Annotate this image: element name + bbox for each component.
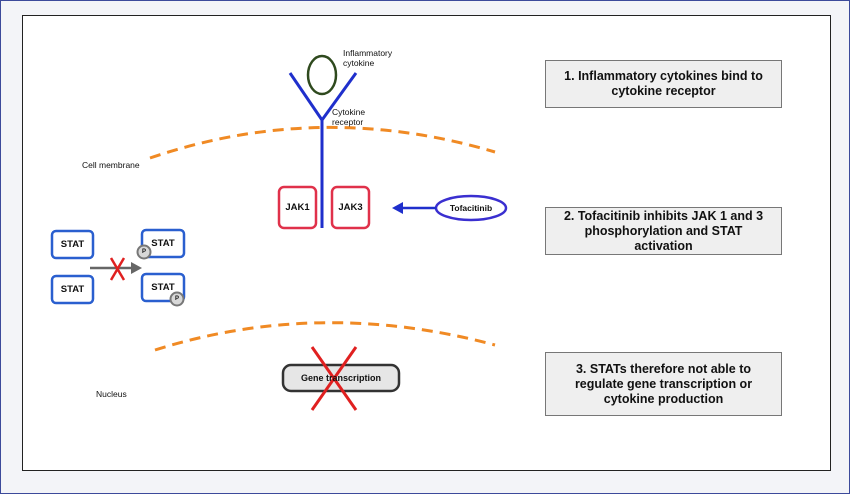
stat-box-right-top [140, 228, 186, 259]
stat-box-left-top [50, 229, 95, 260]
step-2-box: 2. Tofacitinib inhibits JAK 1 and 3 phos… [545, 207, 782, 255]
jak3-box [330, 185, 371, 230]
stat-activation-arrowhead [131, 262, 142, 274]
stat-label-left-bottom: STAT [60, 284, 85, 295]
jak1-box [277, 185, 318, 230]
cytokine-receptor [288, 72, 358, 228]
jak3-label: JAK3 [338, 202, 363, 213]
phospho-circle-top [136, 244, 152, 260]
step-1-box: 1. Inflammatory cytokines bind to cytoki… [545, 60, 782, 108]
inflammatory-cytokine-label: Inflammatory cytokine [343, 48, 393, 68]
gene-transcription-label: Gene transcription [300, 373, 381, 383]
cell-membrane-arc [149, 125, 496, 160]
cytokine-receptor-label: Cytokine receptor [332, 107, 366, 127]
stat-box-left-bottom [50, 274, 95, 305]
step-3-box: 3. STATs therefore not able to regulate … [545, 352, 782, 416]
cell-membrane-label: Cell membrane [82, 160, 140, 170]
phospho-label-top: P [141, 249, 146, 255]
stat-label-left-top: STAT [60, 239, 85, 250]
stat-label-right-bottom: STAT [151, 282, 175, 293]
activation-blocked-x [109, 257, 126, 281]
inflammatory-cytokine-shape [306, 54, 338, 96]
stat-label-right-top: STAT [151, 238, 175, 249]
jak1-label: JAK1 [285, 202, 310, 213]
nuclear-membrane-arc [154, 321, 496, 352]
tofacitinib-label: Tofacitinib [449, 203, 493, 213]
transcription-blocked-x [310, 346, 358, 411]
nucleus-label: Nucleus [96, 389, 127, 399]
phospho-circle-bottom [169, 291, 185, 307]
phospho-label-bottom: P [174, 296, 179, 302]
tofacitinib-arrowhead [392, 202, 403, 214]
